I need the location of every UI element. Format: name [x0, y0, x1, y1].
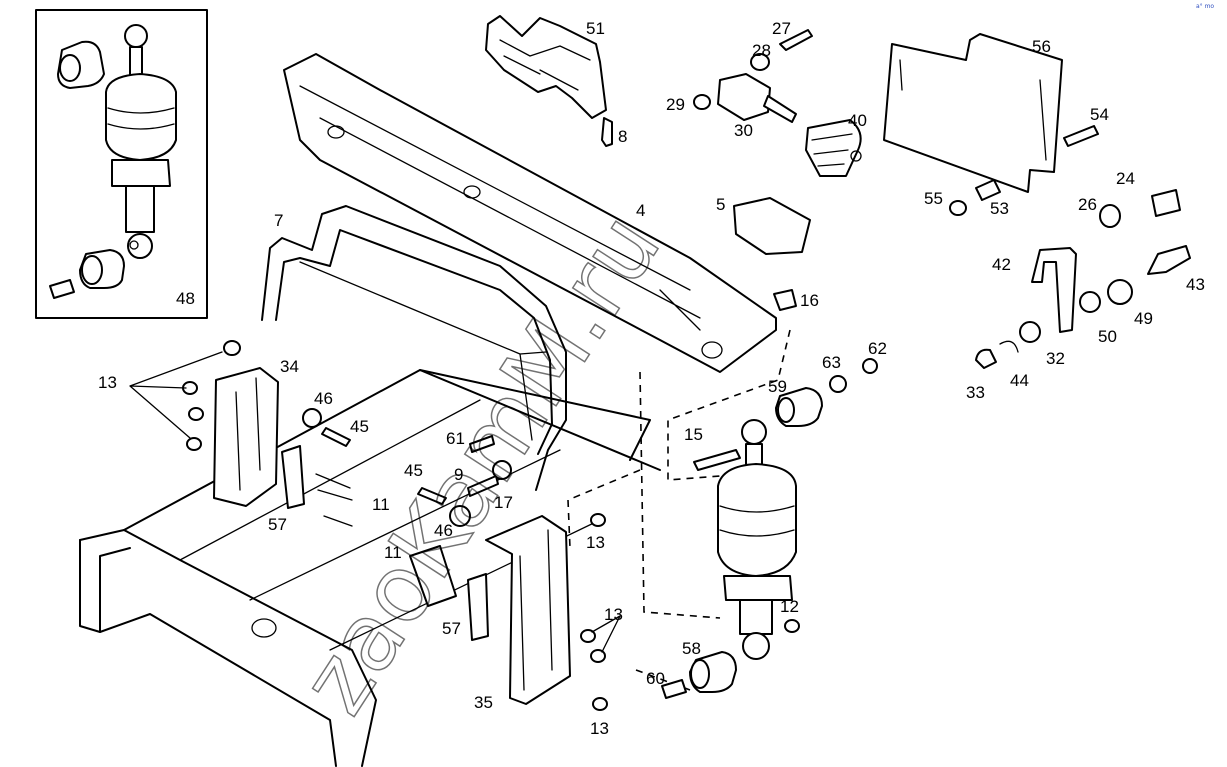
guide-lines: [567, 329, 791, 691]
label-13-upper-right: 13: [586, 533, 605, 552]
label-9: 9: [454, 465, 463, 484]
cross-beam-4: 4 5 16: [283, 53, 819, 373]
label-16: 16: [800, 291, 819, 310]
label-26: 26: [1078, 195, 1097, 214]
label-15: 15: [684, 425, 703, 444]
label-48: 48: [176, 289, 195, 308]
label-60: 60: [646, 669, 665, 688]
mount-plate-35: 13 11 57 13 13 35: [384, 513, 623, 738]
label-27: 27: [772, 19, 791, 38]
label-49: 49: [1134, 309, 1153, 328]
label-24: 24: [1116, 169, 1135, 188]
shock-absorber-icon: [105, 24, 177, 259]
label-33: 33: [966, 383, 985, 402]
label-28: 28: [752, 41, 771, 60]
label-58: 58: [682, 639, 701, 658]
label-54: 54: [1090, 105, 1109, 124]
plate-56: 56 54 55 53: [883, 33, 1109, 218]
label-34: 34: [280, 357, 299, 376]
label-55: 55: [924, 189, 943, 208]
center-hardware: 61 45 9 17 46: [404, 429, 513, 540]
bracket-51: 51 8: [485, 15, 627, 147]
label-11-top: 11: [372, 495, 390, 514]
label-5: 5: [716, 195, 725, 214]
label-53: 53: [990, 199, 1009, 218]
frame-bracket-7: 7: [261, 205, 567, 491]
label-8: 8: [618, 127, 627, 146]
label-56: 56: [1032, 37, 1051, 56]
bushing-lower-icon: [49, 249, 125, 299]
inset-shock-absorber: 48: [35, 9, 208, 319]
corner-mark: a° mo: [1196, 3, 1214, 10]
label-30: 30: [734, 121, 753, 140]
label-57-top: 57: [268, 515, 287, 534]
bushing-icon: [57, 40, 105, 89]
label-62: 62: [868, 339, 887, 358]
label-13-left: 13: [98, 373, 117, 392]
label-50: 50: [1098, 327, 1117, 346]
label-45-center: 45: [404, 461, 423, 480]
label-13-bottom: 13: [590, 719, 609, 738]
label-13-lower-right: 13: [604, 605, 623, 624]
label-29: 29: [666, 95, 685, 114]
label-32: 32: [1046, 349, 1065, 368]
label-45-left: 45: [350, 417, 369, 436]
label-46-center: 46: [434, 521, 453, 540]
label-11-bottom: 11: [384, 543, 402, 562]
label-51: 51: [586, 19, 605, 38]
label-35: 35: [474, 693, 493, 712]
right-hardware-group: 24 26 42 43 49 50 32 33 44: [966, 169, 1205, 402]
shock-absorber-main: 62 63 59 15 12 58 60: [646, 339, 887, 699]
label-17: 17: [494, 493, 513, 512]
label-61: 61: [446, 429, 465, 448]
label-44: 44: [1010, 371, 1029, 390]
label-59: 59: [768, 377, 787, 396]
watermark-text: zaoKamM.ru: [281, 195, 681, 732]
label-63: 63: [822, 353, 841, 372]
label-42: 42: [992, 255, 1011, 274]
label-7: 7: [274, 211, 283, 230]
label-46-top: 46: [314, 389, 333, 408]
label-43: 43: [1186, 275, 1205, 294]
mount-plate-34: 13 34 46 45 11 57: [98, 340, 390, 534]
label-4: 4: [636, 201, 645, 220]
label-57-bottom: 57: [442, 619, 461, 638]
switch-assembly: 27 28 29 30 40: [666, 19, 867, 177]
label-40: 40: [848, 111, 867, 130]
label-12: 12: [780, 597, 799, 616]
